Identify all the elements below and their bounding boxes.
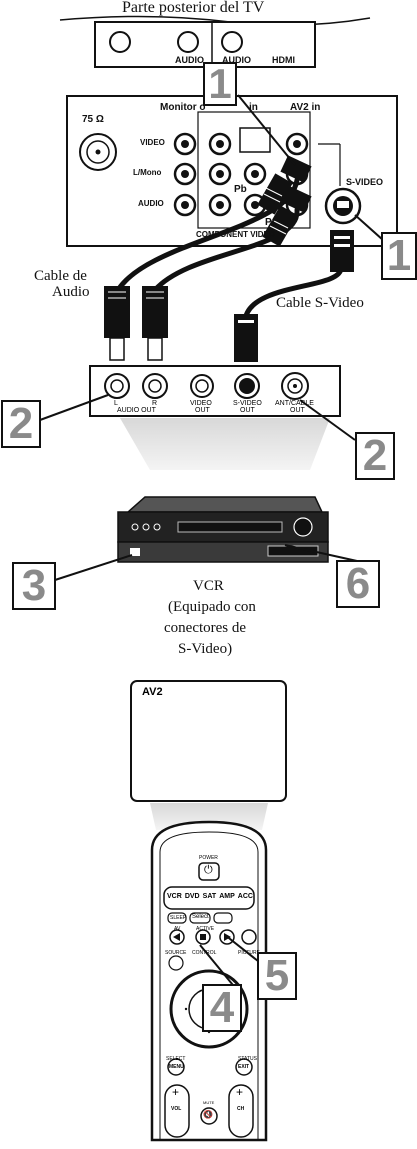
step-badge-1-top: 1: [203, 60, 237, 107]
vcr-caption-line3: conectores de: [164, 620, 247, 636]
step-badge-2-left: 2: [1, 399, 41, 448]
remote-vol-label: VOL: [171, 1106, 182, 1112]
av2-in-label: AV2 in: [290, 102, 321, 113]
remote-mute-label: MUTE: [203, 1100, 215, 1105]
screen-input-label: AV2: [142, 686, 163, 698]
remote-status-label: STATUS: [238, 1056, 257, 1062]
mode-sat[interactable]: SAT: [202, 893, 217, 900]
remote-select-button[interactable]: Select: [192, 914, 209, 920]
step-badge-6: 6: [336, 559, 380, 608]
remote-ch-label: CH: [237, 1106, 245, 1112]
tv-screen: [130, 680, 287, 802]
svideo-cable: [242, 267, 344, 321]
mode-acc[interactable]: ACC: [237, 893, 253, 900]
mode-dvd[interactable]: DVD: [184, 893, 200, 900]
mode-vcr[interactable]: VCR: [167, 893, 182, 900]
vcr-video-out-label: OUT: [195, 407, 210, 414]
vcr-ant-cable-label: ANT/CABLE: [275, 400, 314, 407]
vcr-audio-out-label: AUDIO OUT: [117, 407, 156, 414]
remote-menu-button[interactable]: MENU: [169, 1064, 184, 1070]
vcr-caption-line4: S-Video): [178, 641, 233, 657]
vcr-svideo-label: S-VIDEO: [233, 400, 262, 407]
remote-active-label: ACTIVE: [196, 926, 215, 932]
remote-mode-buttons[interactable]: VCR DVD SAT AMP ACC: [167, 893, 253, 900]
remote-select2-label: SELECT: [166, 1056, 186, 1062]
vcr-caption-line1: VCR: [193, 578, 224, 594]
impedance-label: 75 Ω: [82, 114, 104, 125]
svideo-cable-label: Cable S-Video: [276, 295, 364, 311]
tv-top-label-hdmi: HDMI: [272, 55, 295, 65]
step-badge-1-right: 1: [381, 231, 417, 280]
vcr-svideo-out-label: OUT: [240, 407, 255, 414]
mode-amp[interactable]: AMP: [219, 893, 235, 900]
remote-picture-label: PICTURE: [238, 950, 260, 956]
step-badge-5: 5: [257, 951, 297, 1000]
audio-cable-label-1: Cable de: [34, 268, 87, 284]
remote-control-label: CONTROL: [192, 950, 217, 956]
vcr-device: [117, 496, 329, 563]
vcr-ant-out-label: OUT: [290, 407, 305, 414]
remote-sleep-button[interactable]: SLEEP: [170, 915, 187, 921]
vcr-l-label: L: [114, 400, 118, 407]
row-label-lmono: L/Mono: [133, 168, 162, 177]
remote-exit-button[interactable]: EXIT: [238, 1064, 250, 1070]
step-badge-3: 3: [12, 561, 56, 610]
tv-top-label-audio-2: AUDIO: [222, 55, 251, 65]
vcr-video-label: VIDEO: [190, 400, 212, 407]
remote-av-label: AV: [174, 926, 181, 932]
remote-ch-plus-icon[interactable]: +: [236, 1085, 244, 1099]
tv-top-label-audio-1: AUDIO: [175, 55, 204, 65]
vcr-caption-line2: (Equipado con: [168, 599, 256, 615]
monitor-out-label: Monitor o: [160, 102, 206, 113]
row-label-audio: AUDIO: [138, 199, 164, 208]
component-video-label: COMPONENT VIDEO: [196, 230, 276, 239]
pr-label: Pr: [265, 217, 276, 228]
step-badge-2-right: 2: [355, 431, 395, 480]
remote-power-label: POWER: [199, 855, 218, 861]
audio-cable-label-2: Audio: [52, 284, 90, 300]
in-label: in: [249, 102, 258, 113]
remote-source-label: SOURCE: [165, 950, 187, 956]
row-label-video: VIDEO: [140, 138, 165, 147]
svideo-label: S-VIDEO: [346, 177, 384, 187]
diagram-title: Parte posterior del TV: [122, 0, 265, 16]
remote-power-button[interactable]: ⏻: [204, 864, 213, 876]
step-badge-4: 4: [202, 983, 242, 1032]
pb-label: Pb: [234, 184, 247, 195]
vcr-r-label: R: [152, 400, 158, 407]
remote-mute-icon[interactable]: 🔇: [203, 1110, 213, 1119]
remote-vol-plus-icon[interactable]: +: [172, 1085, 180, 1099]
